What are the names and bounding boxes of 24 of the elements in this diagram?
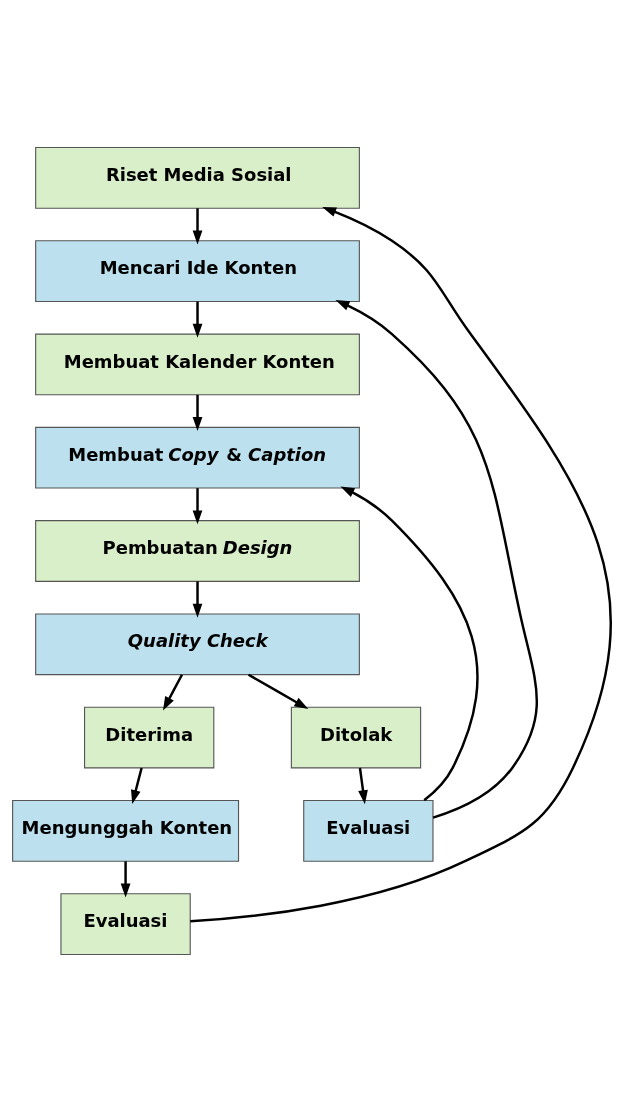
node-box: Mencari Ide Konten bbox=[35, 240, 360, 303]
arrow bbox=[247, 673, 309, 710]
arrow bbox=[335, 300, 538, 819]
node-box: Diterima bbox=[84, 706, 215, 769]
node-box: Evaluasi bbox=[303, 799, 434, 862]
node-box: Mengunggah Konten bbox=[12, 799, 240, 862]
node-box: Ditolak bbox=[290, 706, 422, 769]
arrow bbox=[358, 767, 368, 805]
node-box: Membuat Kalender Konten bbox=[35, 333, 360, 396]
arrow bbox=[131, 767, 143, 805]
arrow bbox=[192, 208, 203, 245]
node-box: Pembuatan Design bbox=[35, 520, 360, 582]
node-box: Riset Media Sosial bbox=[35, 146, 360, 209]
arrow bbox=[192, 488, 203, 525]
node-box: Membuat Copy & Caption bbox=[35, 426, 360, 489]
arrow bbox=[192, 301, 203, 338]
arrow bbox=[192, 581, 203, 618]
arrow bbox=[190, 207, 612, 923]
arrow bbox=[340, 486, 479, 802]
node-box: Quality Check bbox=[35, 613, 360, 676]
node-box: Evaluasi bbox=[60, 893, 191, 956]
arrow bbox=[192, 394, 203, 432]
arrow bbox=[162, 674, 184, 711]
arrow bbox=[120, 861, 131, 898]
